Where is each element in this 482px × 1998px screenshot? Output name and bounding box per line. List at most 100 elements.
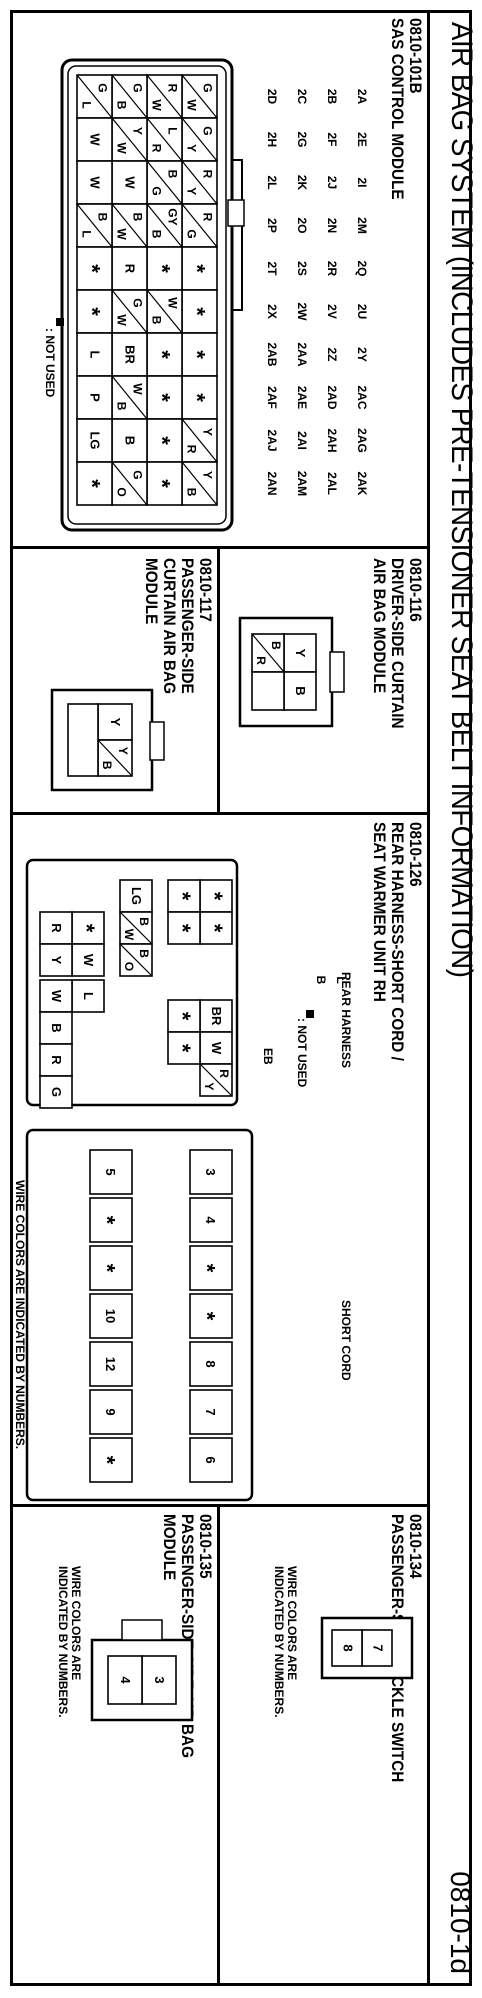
sas-label-2P: 2P [265,218,279,233]
sas-label-2V: 2V [325,304,339,319]
sas-pin-2A-color-2: W [184,99,198,111]
sas-label-2AG: 2AG [355,428,369,453]
sas-label-2AK: 2AK [355,471,369,495]
sas-label-2AM: 2AM [295,471,309,496]
c126-right-pin-4-box [189,1293,233,1339]
sas-label-2K: 2K [295,175,309,191]
c126-left-pin-4-color: * [170,924,195,933]
c126-legend-pin-2: B [314,976,328,985]
c126-right-pin-8-box [89,1149,133,1195]
sas-label-2AL: 2AL [325,472,339,495]
sas-label-2S: 2S [295,261,309,276]
sas-pin-2O-color-1: B [131,213,145,222]
sas-pin-2O-slash [111,203,148,248]
sas-pin-2AI-color: B [122,436,137,445]
sas-pin-2AK-color-2: B [184,488,198,497]
c126-right-pin-3-color: * [194,1264,219,1273]
sas-pin-2G-slash [111,117,148,162]
sas-pin-2J-color-2: G [149,186,163,195]
sas-label-2T: 2T [265,261,279,276]
sas-pin-2E-color-1: G [201,126,215,135]
c126-left-pin-10-color: L [81,992,96,1000]
sas-pin-2T-color: * [80,264,105,273]
sas-pin-2AN-box [76,461,113,506]
sas-pin-2AL-color: * [150,479,175,488]
c126-right-pin-2-color: 4 [203,1216,218,1224]
sas-pin-2D-slash [76,74,113,119]
sas-label-2F: 2F [325,132,339,146]
sas-pin-2AM-slash [111,461,148,506]
sas-label-2Z: 2Z [325,347,339,361]
sas-pin-2AB-color: L [87,351,102,359]
sas-pin-2AG-color-2: R [184,445,198,454]
c126-left-pin-3-color: * [170,892,195,901]
sas-pin-2W-color-2: W [114,314,128,326]
sas-pin-2C-slash [111,74,148,119]
c126-right-pin-9-box [89,1197,133,1243]
sas-label-2AJ: 2AJ [265,429,279,451]
c126-right-pin-6-color: 7 [203,1408,218,1415]
c126-left-pin-12-color: Y [49,956,64,965]
sas-label-2C: 2C [295,89,309,105]
sas-pin-2AG-color-1: Y [201,428,215,436]
sas-pin-2H-color: W [87,133,102,146]
sas-pin-2W-color-1: G [131,298,145,307]
c116-pin-3-color-2: R [254,656,268,665]
sas-pin-2AG-slash [181,418,218,463]
c126-right-pin-1-color: 3 [203,1168,218,1175]
sas-pin-2N-color-1: GY [166,208,180,225]
sas-label-2AC: 2AC [355,385,369,409]
c126-right-pin-14-color: * [94,1456,119,1465]
c126-left-pin-1-color: * [202,892,227,901]
c117-pin-3-box [67,703,99,777]
c126-left-pin-14-color: B [49,1023,64,1032]
sas-pin-2AH-color: * [150,436,175,445]
c117-pin-1-color: Y [108,718,123,727]
c126-right-pin-12-box [89,1341,133,1387]
sas-pin-2G-color-2: W [114,142,128,154]
sas-pin-2J-color-1: B [166,170,180,179]
c126-left-pin-19-slash [199,1063,233,1097]
c116-pin-1-color: Y [293,649,308,658]
sas-label-2AE: 2AE [295,386,309,409]
sas-pin-2AD-color: * [150,393,175,402]
c126-legend-pin-1: L [334,976,348,983]
c126-right-pin-11-color: 10 [103,1309,118,1323]
sas-pin-2C-color-1: G [131,83,145,92]
sas-pin-2P-color-2: L [79,230,93,237]
sas-pin-2L-color: W [87,176,102,189]
sas-pin-2F-color-1: L [166,127,180,134]
sas-pin-2C-color-2: B [114,101,128,110]
sas-label-2E: 2E [355,132,369,147]
sas-pin-2E-slash [181,117,218,162]
c126-left-pin-7-color-2: O [122,962,136,971]
sas-label-2W: 2W [295,303,309,322]
sas-housing-inner [67,65,227,525]
sas-pin-2X-color: * [80,307,105,316]
sas-label-2Q: 2Q [355,260,369,276]
sas-label-2AB: 2AB [265,342,279,366]
sas-pin-2N-slash [146,203,183,248]
sas-pin-2M-slash [181,203,218,248]
sas-label-2B: 2B [325,89,339,105]
sas-pin-2K-color: W [122,176,137,189]
sas-pin-2AJ-color: LG [87,431,102,449]
c126-not-used-swatch [306,1010,314,1018]
sas-pin-2AN-color: * [80,479,105,488]
c126-left-pin-5-color: LG [129,887,144,905]
sas-pin-2N-color-2: B [149,230,163,239]
sas-pin-2A-color-1: G [201,83,215,92]
c126-right-pin-7-color: 6 [203,1456,218,1463]
sas-label-2Y: 2Y [355,347,369,362]
sas-pin-2R-color: * [150,264,175,273]
sas-label-2L: 2L [265,175,279,189]
sas-pin-2P-slash [76,203,113,248]
c126-left-pin-8-color: * [74,924,99,933]
c126-left-pin-6-color-2: W [122,929,136,941]
c126-left-pin-7-color-1: B [137,949,151,958]
sas-pin-2AK-color-1: Y [201,471,215,479]
sas-label-2AI: 2AI [295,431,309,450]
